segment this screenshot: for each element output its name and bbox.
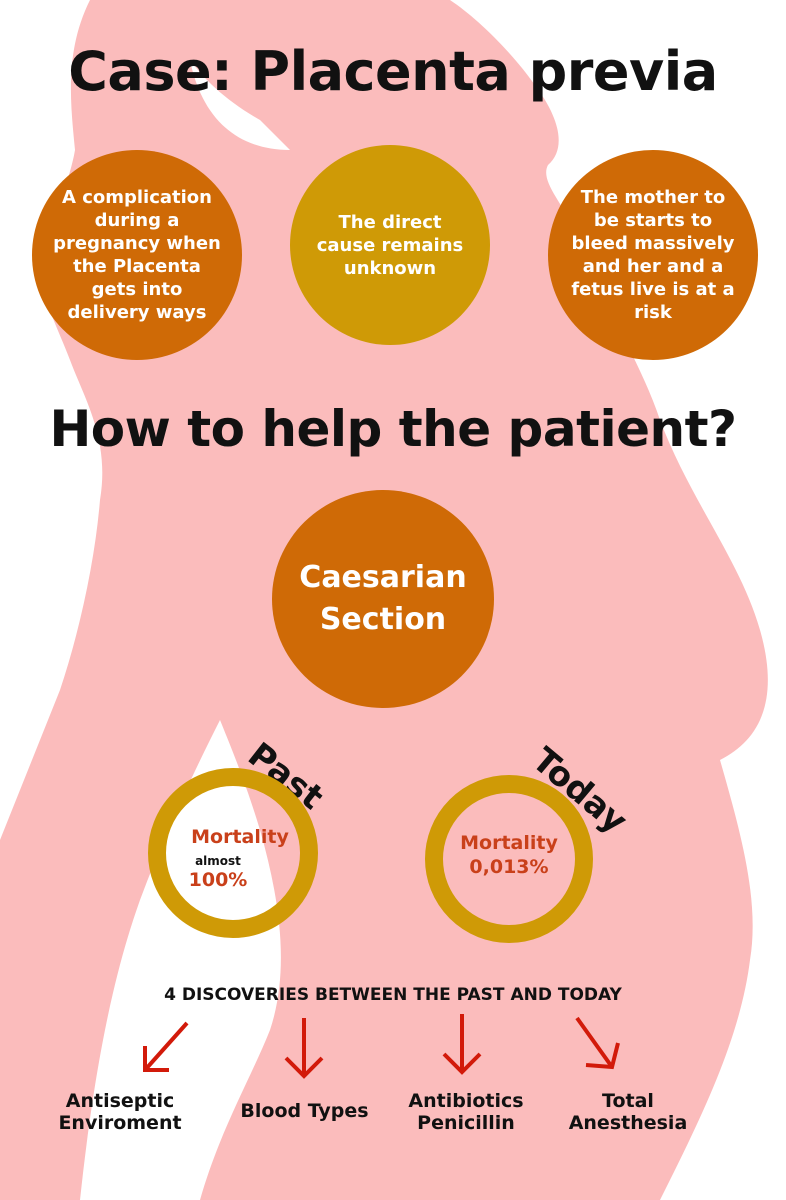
past-mortality-value: almost 100% <box>163 850 273 891</box>
past-qualifier: almost <box>195 854 241 868</box>
discoveries-heading: 4 DISCOVERIES BETWEEN THE PAST AND TODAY <box>164 985 622 1005</box>
arrow-down-right-icon <box>575 1016 620 1070</box>
fact-text: The mother to be starts to bleed massive… <box>571 187 735 323</box>
discovery-item: Blood Types <box>232 1100 377 1122</box>
discovery-item: Total Anesthesia <box>558 1090 698 1134</box>
solution-circle: Caesarian Section <box>272 490 494 708</box>
discovery-item: Antibiotics Penicillin <box>396 1090 536 1134</box>
discovery-label-line1: Antiseptic <box>65 1090 175 1112</box>
today-mortality-value: 0,013% <box>469 856 549 878</box>
fact-circle-definition: A complication during a pregnancy when t… <box>32 150 242 360</box>
page-title: Case: Placenta previa <box>68 40 718 103</box>
discovery-label-line1: Total <box>602 1090 654 1112</box>
discovery-label-line2: Enviroment <box>58 1112 182 1134</box>
discovery-item: Antiseptic Enviroment <box>50 1090 190 1134</box>
question-heading: How to help the patient? <box>49 400 737 458</box>
arrow-down-icon <box>284 1018 324 1079</box>
fact-circle-cause: The direct cause remains unknown <box>290 145 490 345</box>
discovery-label-line2: Penicillin <box>417 1112 515 1134</box>
fact-circle-risk: The mother to be starts to bleed massive… <box>548 150 758 360</box>
today-mortality-label: Mortality <box>460 832 558 854</box>
fact-text: A complication during a pregnancy when t… <box>53 187 221 323</box>
fact-text: The direct cause remains unknown <box>316 211 464 279</box>
past-mortality-label: Mortality <box>191 826 289 848</box>
solution-text: Caesarian Section <box>299 560 467 637</box>
past-value: 100% <box>188 869 248 891</box>
arrow-down-left-icon <box>143 1021 189 1072</box>
discovery-label-line1: Antibiotics <box>408 1090 524 1112</box>
discovery-label-line2: Anesthesia <box>568 1112 688 1134</box>
arrow-down-icon <box>442 1014 482 1075</box>
discovery-label-line1: Blood Types <box>240 1100 369 1122</box>
